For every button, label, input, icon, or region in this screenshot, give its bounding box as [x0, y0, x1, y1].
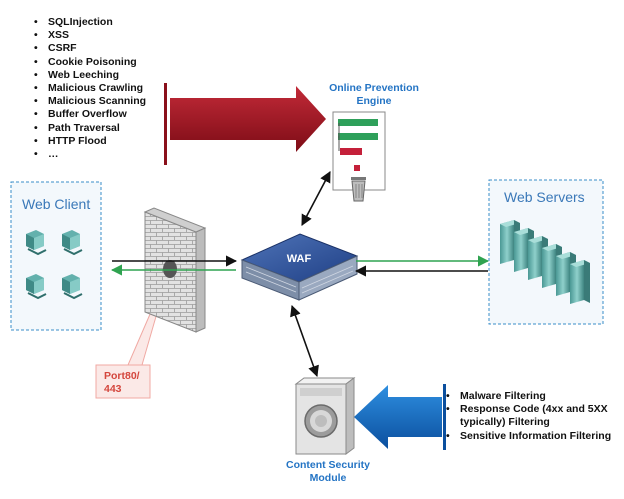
web-client-box — [10, 181, 102, 331]
client-server-icon — [62, 274, 83, 300]
port-label: Port80/ 443 — [104, 370, 140, 395]
waf-label: WAF — [287, 253, 312, 265]
threat-item: SQLInjection — [34, 16, 164, 29]
web-client-label: Web Client — [22, 196, 91, 212]
client-server-icon — [26, 274, 47, 300]
firewall-icon — [143, 207, 207, 333]
filter-item: Response Code (4xx and 5XX typically) Fi… — [446, 403, 616, 429]
client-server-icon — [26, 230, 47, 256]
filter-arrow — [354, 384, 446, 450]
washing-machine-icon — [294, 377, 356, 455]
threat-item: Path Traversal — [34, 122, 164, 135]
filter-list: Malware FilteringResponse Code (4xx and … — [446, 390, 616, 443]
waf-appliance — [240, 233, 359, 301]
prevention-engine-icon — [332, 111, 386, 202]
online-prevention-engine-label: Online Prevention Engine — [329, 82, 419, 107]
client-server-icon — [62, 230, 83, 256]
filter-item: Malware Filtering — [446, 390, 616, 403]
threat-item: HTTP Flood — [34, 135, 164, 148]
threat-item: Malicious Crawling — [34, 82, 164, 95]
server-rack-icon — [500, 220, 590, 304]
threat-item: … — [34, 148, 164, 161]
threat-item: XSS — [34, 29, 164, 42]
threat-item: Cookie Poisoning — [34, 56, 164, 69]
filter-item: Sensitive Information Filtering — [446, 430, 616, 443]
engine-link-arrow — [301, 171, 331, 226]
web-servers-label: Web Servers — [504, 189, 585, 205]
threat-list: SQLInjectionXSSCSRFCookie PoisoningWeb L… — [34, 16, 164, 161]
threat-item: Web Leeching — [34, 69, 164, 82]
threat-arrow — [164, 83, 326, 165]
threat-item: Buffer Overflow — [34, 108, 164, 121]
threat-item: Malicious Scanning — [34, 95, 164, 108]
content-security-module-label: Content Security Module — [285, 459, 370, 484]
threat-item: CSRF — [34, 42, 164, 55]
csm-link-arrow — [290, 304, 319, 378]
